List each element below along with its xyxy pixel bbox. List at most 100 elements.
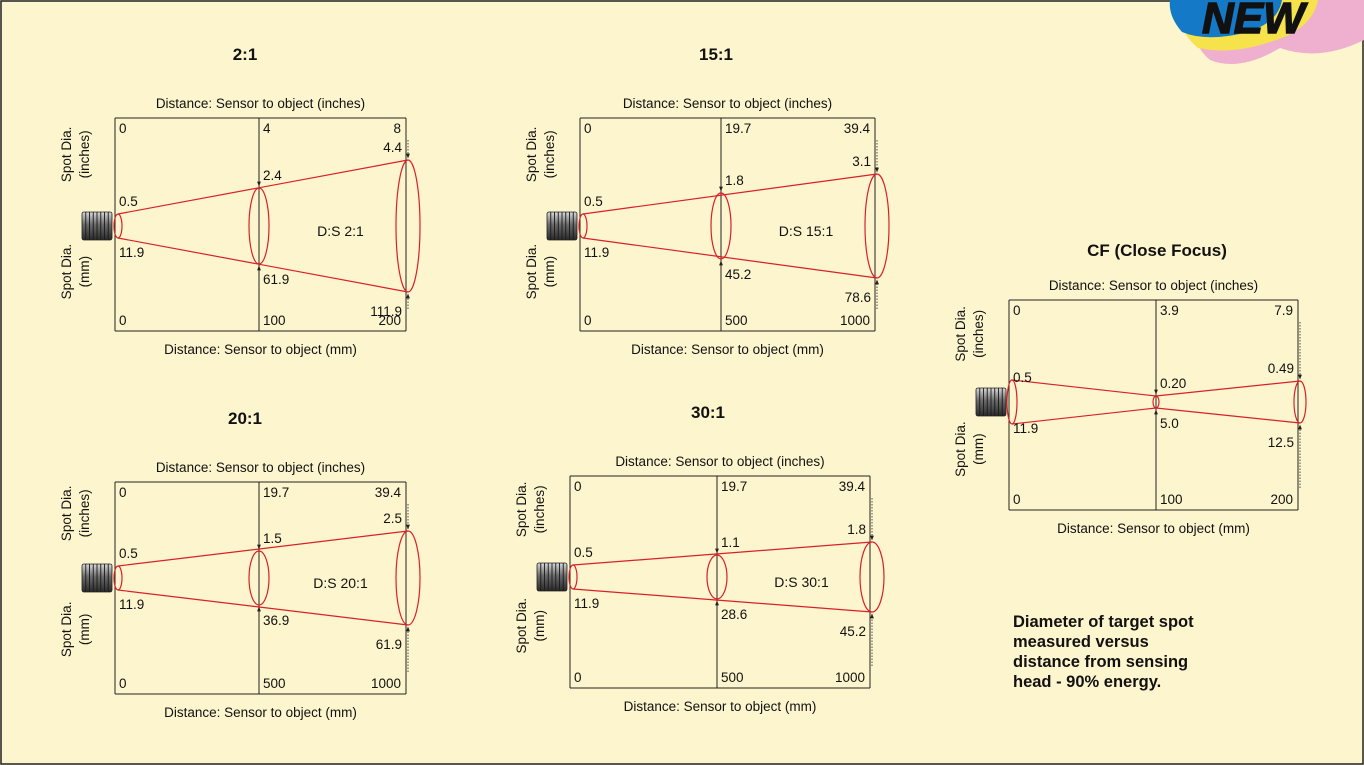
sensor-head-icon bbox=[975, 387, 1007, 417]
distance-mm-label: 1000 bbox=[840, 313, 870, 328]
spot-ellipse-1 bbox=[113, 565, 123, 591]
left-label-mm-1: Spot Dia. bbox=[514, 598, 529, 654]
caption-line-3: distance from sensing bbox=[1013, 653, 1188, 671]
spot-mm-label: 45.2 bbox=[840, 624, 866, 639]
sensor-head-icon bbox=[81, 211, 113, 241]
spot-mm-label: 11.9 bbox=[119, 245, 144, 260]
spot-mm-label: 111.9 bbox=[370, 304, 402, 319]
caption-line-2: measured versus bbox=[1013, 633, 1149, 651]
left-label-inches-1: Spot Dia. bbox=[524, 127, 539, 183]
spot-ellipse-3 bbox=[859, 541, 885, 613]
distance-mm-label: 0 bbox=[1013, 492, 1021, 507]
spot-inches-label: 0.5 bbox=[1013, 370, 1032, 385]
beam-upper-edge bbox=[117, 530, 409, 567]
spot-inches-label: 2.5 bbox=[383, 511, 402, 526]
spot-ellipse-3 bbox=[1293, 380, 1307, 424]
distance-inches-label: 3.9 bbox=[1160, 303, 1179, 318]
spot-inches-label: 3.1 bbox=[852, 154, 871, 169]
distance-mm-label: 200 bbox=[1270, 492, 1293, 507]
distance-inches-label: 7.9 bbox=[1274, 303, 1293, 318]
ds-ratio-label: D:S 20:1 bbox=[313, 575, 368, 591]
distance-mm-label: 0 bbox=[574, 670, 582, 685]
spot-inches-label: 0.5 bbox=[119, 194, 138, 209]
top-axis-label: Distance: Sensor to object (inches) bbox=[156, 460, 365, 475]
spot-ellipse-1 bbox=[568, 564, 578, 590]
diagram-title: 20:1 bbox=[228, 409, 262, 428]
top-axis-label: Distance: Sensor to object (inches) bbox=[1049, 278, 1258, 293]
spot-inches-label: 1.8 bbox=[847, 522, 866, 537]
spot-ellipse-3 bbox=[395, 530, 421, 626]
diagram-title: CF (Close Focus) bbox=[1087, 241, 1227, 260]
top-axis-label: Distance: Sensor to object (inches) bbox=[156, 96, 365, 111]
distance-inches-label: 8 bbox=[393, 121, 401, 136]
spot-ellipse-1 bbox=[578, 213, 588, 239]
sensor-head-icon bbox=[546, 211, 578, 241]
spot-ellipse-3 bbox=[864, 173, 890, 279]
spot-inches-label: 2.4 bbox=[263, 168, 282, 183]
distance-inches-label: 0 bbox=[119, 121, 127, 136]
left-label-inches-2: (inches) bbox=[77, 489, 92, 537]
badge-text: NEW bbox=[1202, 0, 1308, 43]
diagram-d-cf: CF (Close Focus) Distance: Sensor to obje… bbox=[953, 241, 1307, 536]
spot-ellipse-2 bbox=[710, 192, 732, 260]
distance-inches-label: 19.7 bbox=[725, 121, 751, 136]
diagram-title: 30:1 bbox=[691, 403, 725, 422]
left-label-mm-1: Spot Dia. bbox=[59, 244, 74, 300]
distance-mm-label: 500 bbox=[263, 676, 286, 691]
left-label-inches-2: (inches) bbox=[532, 485, 547, 533]
distance-mm-label: 500 bbox=[721, 670, 744, 685]
spot-inches-label: 0.5 bbox=[119, 546, 138, 561]
caption-line-1: Diameter of target spot bbox=[1013, 613, 1194, 631]
spot-ellipse-2 bbox=[248, 187, 270, 265]
spot-ellipse-1 bbox=[1006, 379, 1018, 425]
beam-upper-edge bbox=[572, 541, 873, 566]
spot-mm-label: 11.9 bbox=[1013, 421, 1038, 436]
distance-mm-label: 500 bbox=[725, 313, 748, 328]
beam-lower-edge bbox=[117, 589, 409, 626]
distance-mm-label: 100 bbox=[263, 313, 286, 328]
spot-mm-label: 45.2 bbox=[725, 267, 751, 282]
spot-ellipse-2 bbox=[1152, 395, 1160, 409]
beam-upper-edge bbox=[117, 159, 409, 215]
spot-inches-label: 0.5 bbox=[584, 194, 603, 209]
diagram-title: 15:1 bbox=[699, 45, 733, 64]
ds-ratio-label: D:S 2:1 bbox=[317, 223, 364, 239]
left-label-mm-2: (mm) bbox=[77, 614, 92, 645]
spot-mm-label: 12.5 bbox=[1268, 435, 1294, 450]
top-axis-label: Distance: Sensor to object (inches) bbox=[615, 454, 824, 469]
ds-ratio-label: D:S 30:1 bbox=[774, 574, 829, 590]
spot-mm-label: 28.6 bbox=[721, 607, 747, 622]
left-label-mm-2: (mm) bbox=[532, 610, 547, 641]
distance-mm-label: 200 bbox=[378, 313, 401, 328]
distance-mm-label: 1000 bbox=[835, 670, 865, 685]
left-label-mm-1: Spot Dia. bbox=[59, 602, 74, 658]
left-label-mm-2: (mm) bbox=[971, 433, 986, 464]
left-label-inches-1: Spot Dia. bbox=[514, 482, 529, 538]
ds-ratio-label: D:S 15:1 bbox=[779, 223, 834, 239]
distance-inches-label: 4 bbox=[263, 121, 271, 136]
beam-lower-edge bbox=[117, 237, 409, 293]
spot-inches-label: 1.5 bbox=[263, 531, 282, 546]
distance-mm-label: 100 bbox=[1160, 492, 1183, 507]
left-label-inches-1: Spot Dia. bbox=[59, 127, 74, 183]
spot-inches-label: 4.4 bbox=[383, 140, 402, 155]
spot-mm-label: 78.6 bbox=[845, 290, 871, 305]
spot-inches-label: 0.5 bbox=[574, 545, 593, 560]
left-label-inches-2: (inches) bbox=[971, 310, 986, 358]
spot-inches-label: 0.49 bbox=[1268, 361, 1294, 376]
spot-ellipse-3 bbox=[395, 159, 421, 293]
spot-mm-label: 61.9 bbox=[263, 272, 289, 287]
distance-mm-label: 1000 bbox=[371, 676, 401, 691]
distance-inches-label: 0 bbox=[574, 479, 582, 494]
beam-upper-edge bbox=[582, 173, 878, 215]
beam-lower-edge bbox=[572, 588, 873, 613]
distance-mm-label: 0 bbox=[119, 313, 127, 328]
badge-blue-shape bbox=[1169, 0, 1282, 38]
top-axis-label: Distance: Sensor to object (inches) bbox=[623, 96, 832, 111]
diagram-title: 2:1 bbox=[233, 45, 258, 64]
spot-ellipse-2 bbox=[706, 554, 728, 600]
bottom-axis-label: Distance: Sensor to object (mm) bbox=[631, 342, 824, 357]
sensor-head-icon bbox=[536, 562, 568, 592]
distance-inches-label: 0 bbox=[119, 485, 127, 500]
